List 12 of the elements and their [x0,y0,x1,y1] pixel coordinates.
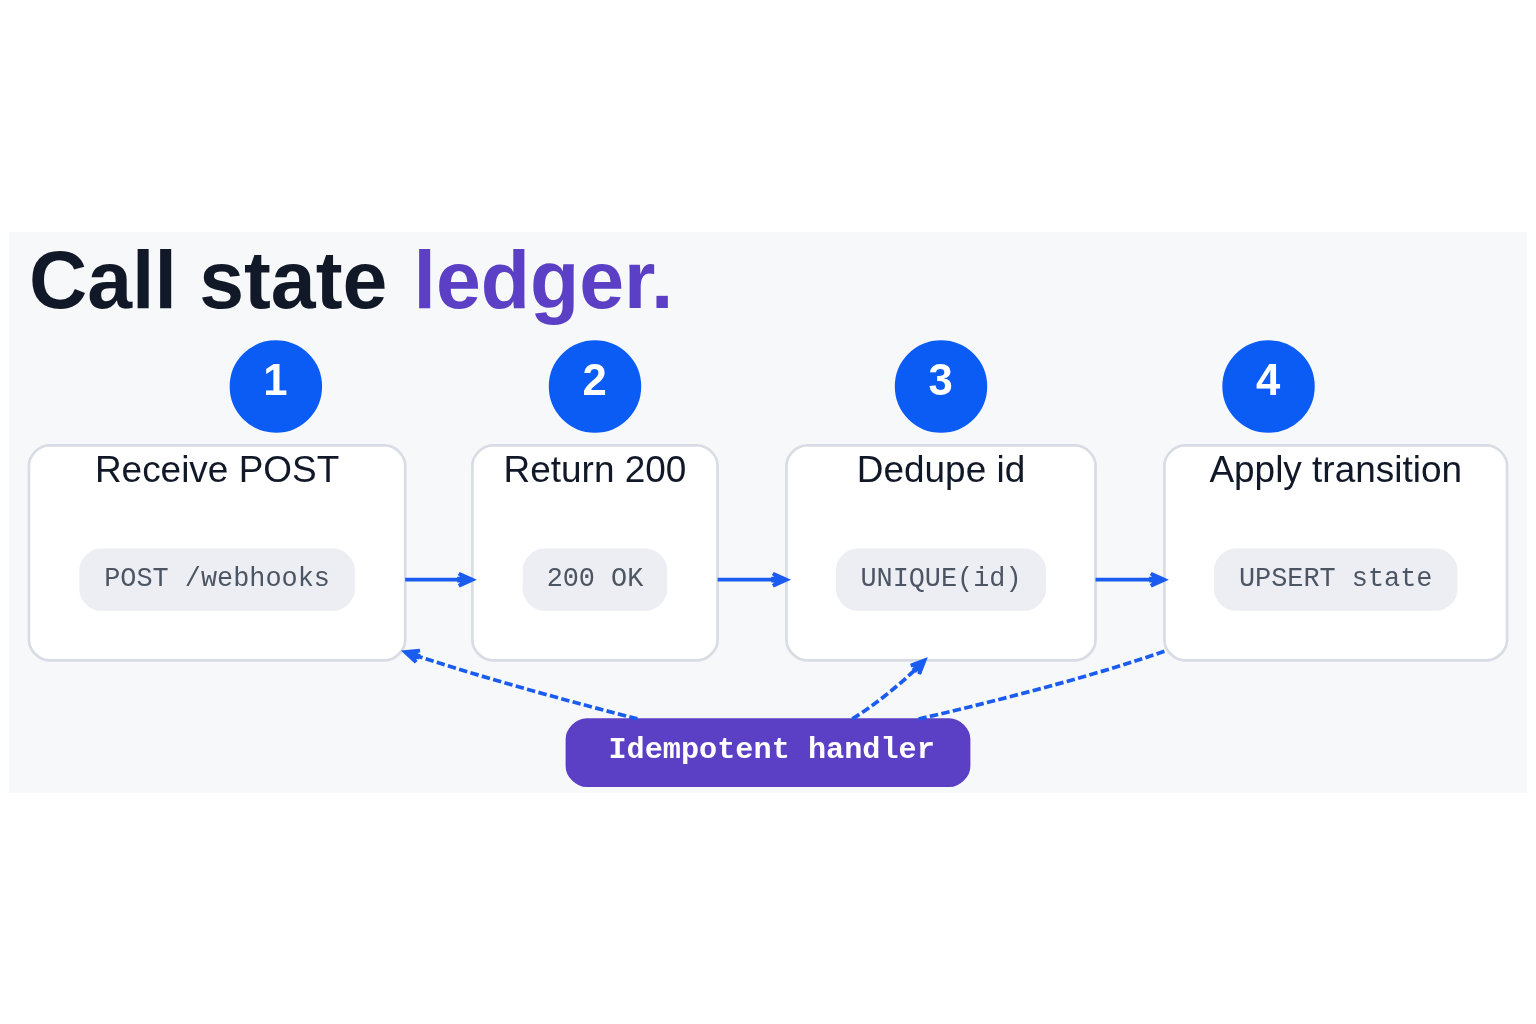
diagram-title: Call state ledger. [28,234,674,325]
arrow [851,657,927,720]
node-circle: 2 [548,339,642,433]
arrow [405,571,475,588]
node-circle: 1 [229,339,323,433]
arrow [717,571,789,588]
arrow [403,648,638,721]
connector [918,649,1165,721]
node-circle: 3 [894,339,988,433]
node-circle: 4 [1222,339,1315,433]
node-box: Idempotent handler [565,717,971,787]
arrow [1095,571,1167,588]
